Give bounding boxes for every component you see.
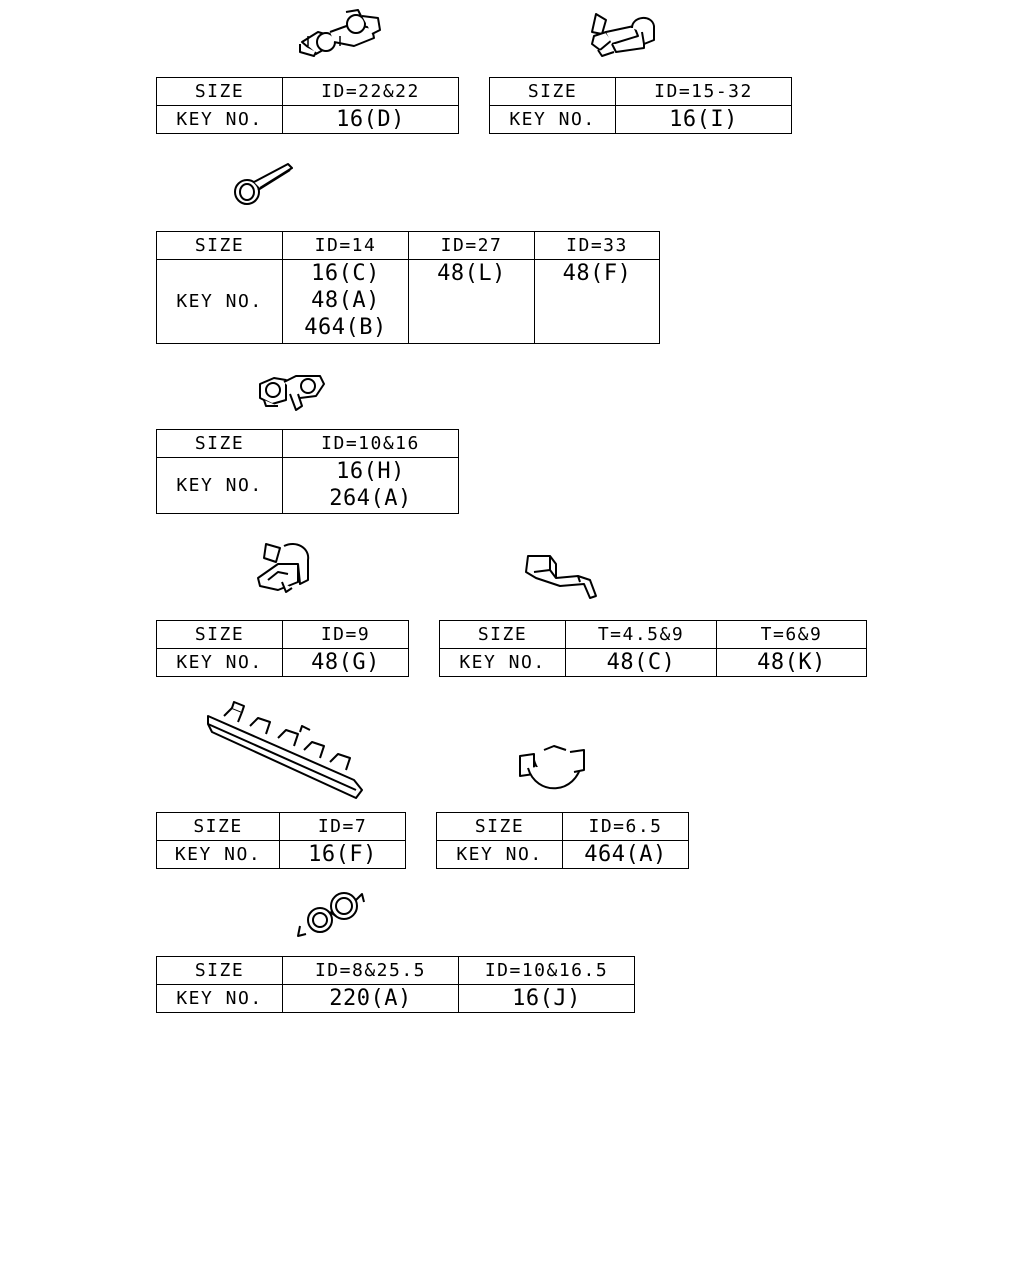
key-no-item: 16(C) — [311, 261, 380, 286]
spec-table: SIZE T=4.5&9 T=6&9 KEY NO. 48(C) 48(K) — [439, 620, 867, 677]
key-no-value: 16(C) 48(A) 464(B) — [282, 259, 409, 344]
key-no-item: 16(H) — [336, 459, 405, 484]
key-no-value: 16(I) — [615, 105, 792, 134]
key-no-label: KEY NO. — [439, 648, 566, 677]
key-no-value: 48(F) — [534, 259, 660, 344]
key-no-label: KEY NO. — [156, 840, 280, 869]
spec-table: SIZE ID=7 KEY NO. 16(F) — [156, 812, 406, 869]
size-label: SIZE — [156, 956, 283, 985]
key-no-item: 464(B) — [304, 315, 387, 340]
open-hose-clip-icon — [588, 10, 660, 58]
key-no-value: 16(J) — [458, 984, 635, 1013]
spec-table: SIZE ID=15-32 KEY NO. 16(I) — [489, 77, 792, 134]
size-value: ID=14 — [282, 231, 409, 260]
size-label: SIZE — [156, 231, 283, 260]
key-no-label: KEY NO. — [156, 457, 283, 514]
key-no-value: 48(C) — [565, 648, 717, 677]
bracket-clip-icon — [520, 550, 604, 602]
key-no-label: KEY NO. — [489, 105, 616, 134]
key-no-value: 48(K) — [716, 648, 867, 677]
size-value: T=6&9 — [716, 620, 867, 649]
key-no-value: 16(D) — [282, 105, 459, 134]
size-label: SIZE — [489, 77, 616, 106]
size-label: SIZE — [156, 812, 280, 841]
spec-table: SIZE ID=14 ID=27 ID=33 KEY NO. 16(C) 48(… — [156, 231, 660, 344]
size-value: ID=33 — [534, 231, 660, 260]
key-no-value: 220(A) — [282, 984, 459, 1013]
key-no-item: 48(A) — [311, 288, 380, 313]
key-no-value: 16(H) 264(A) — [282, 457, 459, 514]
size-label: SIZE — [436, 812, 563, 841]
double-clamp-clip-icon — [296, 6, 388, 58]
key-no-value: 16(F) — [279, 840, 406, 869]
size-value: ID=7 — [279, 812, 406, 841]
size-value: ID=6.5 — [562, 812, 689, 841]
key-no-label: KEY NO. — [156, 648, 283, 677]
key-no-value: 464(A) — [562, 840, 689, 869]
key-no-value: 48(L) — [408, 259, 535, 344]
hose-saddle-clip-icon — [514, 744, 588, 796]
twin-ring-clip-icon — [294, 890, 366, 940]
size-label: SIZE — [156, 77, 283, 106]
size-value: T=4.5&9 — [565, 620, 717, 649]
key-no-item: 48(F) — [562, 261, 632, 286]
pipe-clip-icon — [254, 540, 318, 594]
multi-slot-rail-clip-icon — [204, 700, 366, 802]
key-no-label: KEY NO. — [436, 840, 563, 869]
size-label: SIZE — [439, 620, 566, 649]
size-label: SIZE — [156, 620, 283, 649]
size-value: ID=22&22 — [282, 77, 459, 106]
key-no-label: KEY NO. — [156, 105, 283, 134]
spec-table: SIZE ID=8&25.5 ID=10&16.5 KEY NO. 220(A)… — [156, 956, 635, 1013]
key-no-item: 48(L) — [437, 261, 506, 286]
size-value: ID=9 — [282, 620, 409, 649]
spec-table: SIZE ID=6.5 KEY NO. 464(A) — [436, 812, 689, 869]
size-value: ID=15-32 — [615, 77, 792, 106]
spec-table: SIZE ID=9 KEY NO. 48(G) — [156, 620, 409, 677]
cable-tie-band-icon — [230, 160, 296, 210]
dual-ring-clip-icon — [256, 370, 328, 414]
spec-table: SIZE ID=22&22 KEY NO. 16(D) — [156, 77, 459, 134]
size-value: ID=8&25.5 — [282, 956, 459, 985]
key-no-item: 264(A) — [329, 486, 412, 511]
spec-table: SIZE ID=10&16 KEY NO. 16(H) 264(A) — [156, 429, 459, 514]
key-no-value: 48(G) — [282, 648, 409, 677]
size-value: ID=27 — [408, 231, 535, 260]
size-label: SIZE — [156, 429, 283, 458]
key-no-label: KEY NO. — [156, 259, 283, 344]
size-value: ID=10&16.5 — [458, 956, 635, 985]
size-value: ID=10&16 — [282, 429, 459, 458]
key-no-label: KEY NO. — [156, 984, 283, 1013]
